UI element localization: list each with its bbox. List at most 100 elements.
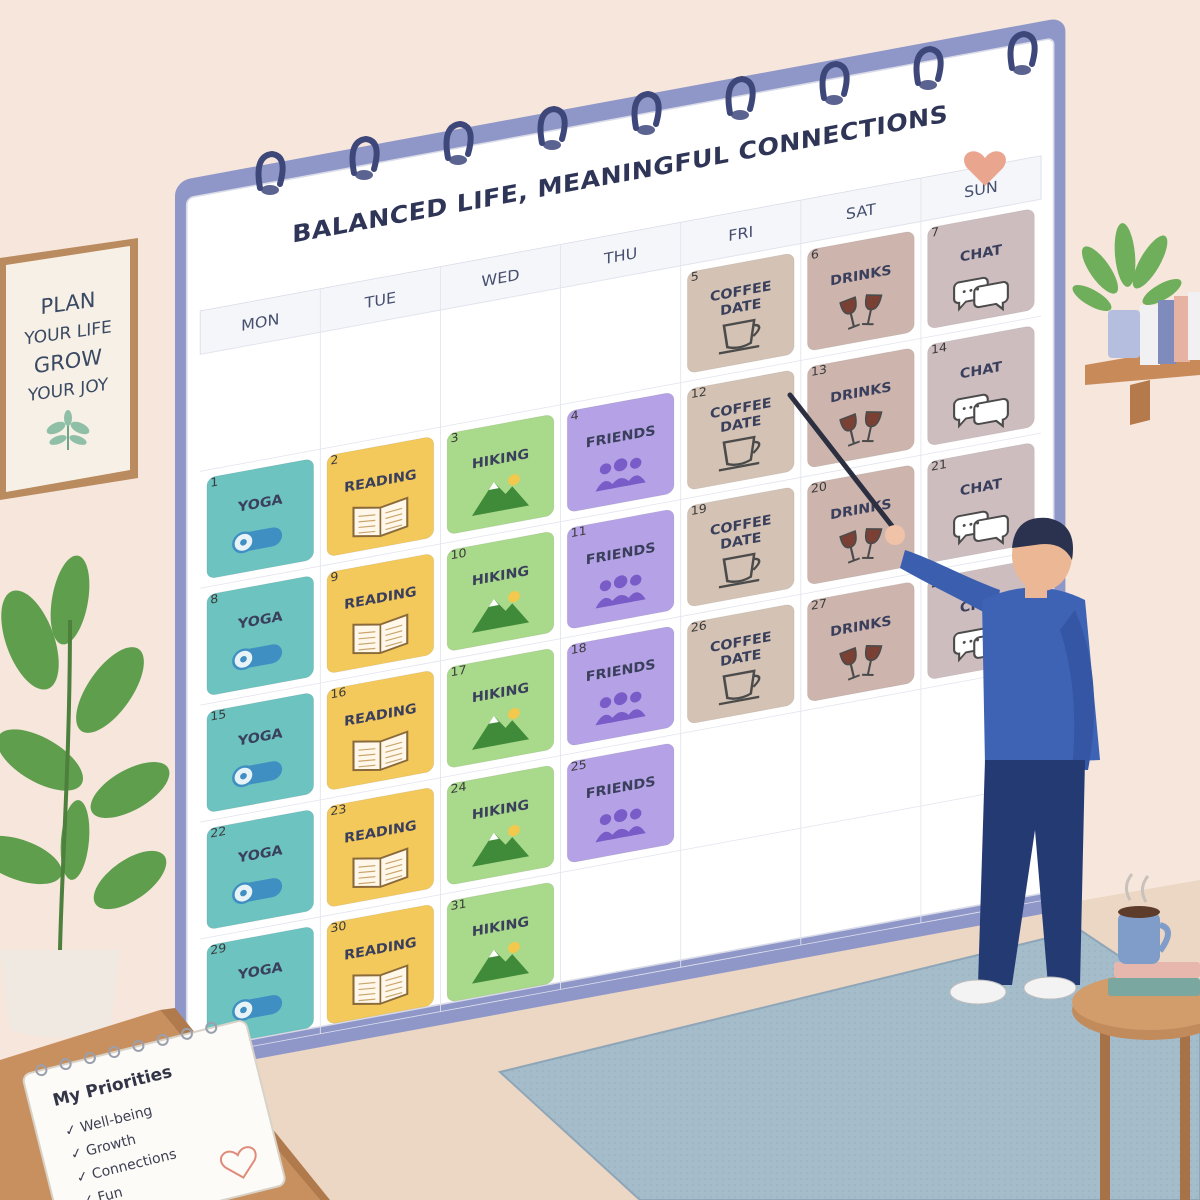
day-number: 22 xyxy=(210,824,226,840)
open-book-icon xyxy=(352,496,409,538)
wall-calendar: BALANCED LIFE, MEANINGFUL CONNECTIONS MO… xyxy=(175,19,1066,1072)
open-book-icon xyxy=(352,964,409,1005)
day-number: 18 xyxy=(571,641,587,657)
yoga-mat-icon xyxy=(232,527,283,554)
heart-doodle-icon xyxy=(219,1146,257,1179)
day-number: 9 xyxy=(330,570,338,585)
day-number: 21 xyxy=(931,457,947,473)
check-1: ✓ xyxy=(63,1122,78,1140)
coffee-mug xyxy=(1118,873,1171,964)
day-number: 10 xyxy=(451,546,467,562)
coffee-cup-icon xyxy=(718,552,761,589)
notepad-spiral xyxy=(35,1021,218,1077)
people-group-icon xyxy=(595,457,646,492)
day-number: 17 xyxy=(451,663,467,679)
coffee-cup-icon xyxy=(718,435,761,472)
day-number: 30 xyxy=(330,919,346,935)
mountain-icon xyxy=(471,707,530,750)
mountain-icon xyxy=(471,824,530,867)
day-number: 16 xyxy=(330,685,346,701)
person-pointing xyxy=(787,392,1100,1005)
binder-rings xyxy=(255,30,1038,195)
table-book-2 xyxy=(1114,962,1200,978)
open-book-icon xyxy=(352,847,409,889)
speech-bubbles-icon xyxy=(953,510,1009,546)
day-number: 5 xyxy=(691,269,699,284)
people-group-icon xyxy=(595,808,646,843)
person-hair xyxy=(1012,517,1073,560)
day-number: 13 xyxy=(811,362,827,378)
mountain-icon xyxy=(471,591,530,633)
yoga-mat-icon xyxy=(232,878,283,904)
wine-glasses-icon xyxy=(839,294,883,330)
wine-glasses-icon xyxy=(839,528,883,564)
heart-icon xyxy=(964,151,1006,186)
check-4: ✓ xyxy=(81,1192,96,1200)
wall-shelf xyxy=(1072,223,1200,425)
binder-ring xyxy=(1007,30,1038,75)
side-table xyxy=(1072,873,1200,1200)
open-book-icon xyxy=(352,730,409,772)
day-number: 31 xyxy=(451,897,467,913)
person-legs xyxy=(978,760,1085,985)
wine-glasses-icon xyxy=(839,644,883,681)
binder-ring xyxy=(349,135,380,180)
day-number: 8 xyxy=(210,592,218,607)
binder-ring xyxy=(255,150,286,195)
open-book-icon xyxy=(352,613,409,655)
notepad-item-4: Fun xyxy=(96,1184,124,1200)
day-number: 27 xyxy=(811,596,827,612)
day-number: 25 xyxy=(571,758,587,774)
day-number: 3 xyxy=(451,430,459,445)
day-number: 11 xyxy=(571,524,587,540)
plant-pot xyxy=(0,950,120,1038)
day-number: 7 xyxy=(931,225,939,240)
day-number: 19 xyxy=(691,502,707,518)
check-2: ✓ xyxy=(69,1145,84,1163)
potted-plant xyxy=(0,555,170,1038)
binder-ring xyxy=(819,60,850,105)
day-number: 6 xyxy=(811,247,819,262)
binder-ring xyxy=(725,75,756,120)
people-group-icon xyxy=(595,574,646,609)
day-number: 15 xyxy=(210,707,226,723)
day-number: 24 xyxy=(451,780,467,796)
shelf-plant xyxy=(1072,223,1182,311)
day-number: 20 xyxy=(811,479,827,495)
day-number: 29 xyxy=(210,941,226,957)
yoga-mat-icon xyxy=(232,761,283,788)
